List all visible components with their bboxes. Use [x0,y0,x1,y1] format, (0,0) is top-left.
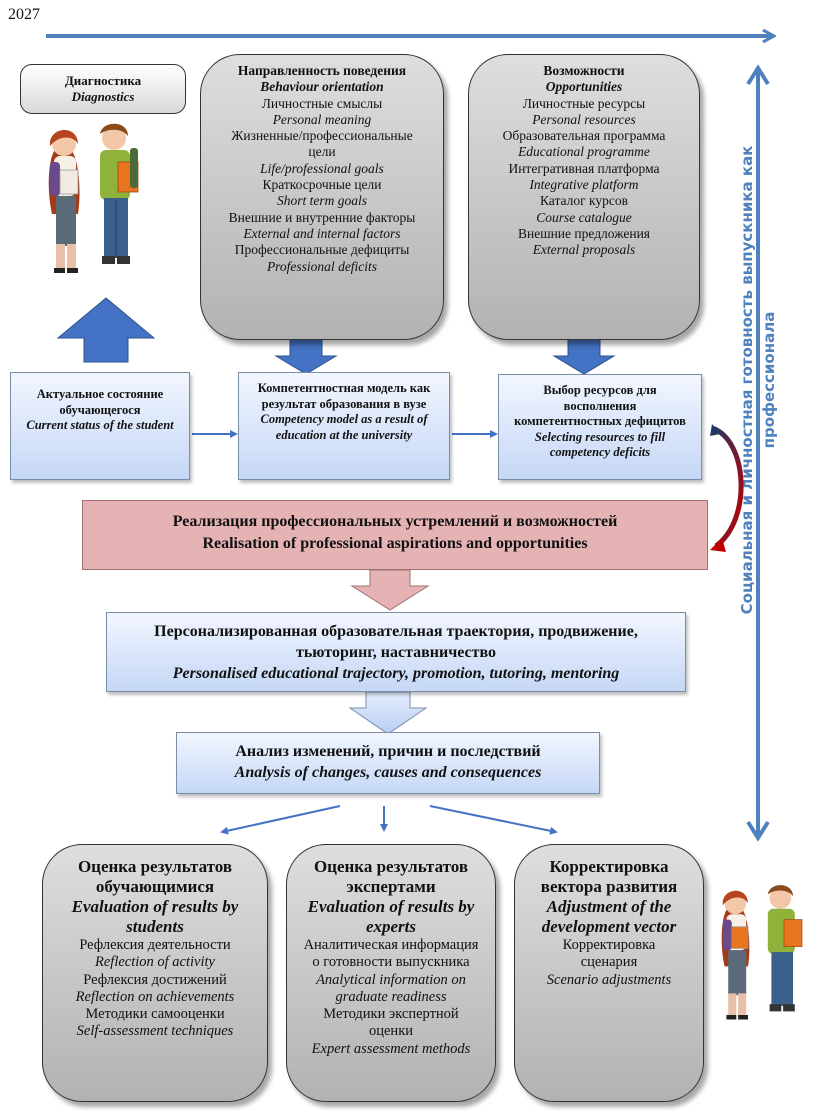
opportunities-item-en: Personal resources [532,111,636,127]
trajectory-box: Персонализированная образовательная трае… [106,612,686,692]
adjustment-title-ru: Корректировка вектора развития [540,857,678,896]
behaviour-item-en: External and internal factors [243,225,401,241]
eval-students-item-en: Reflection of activity [95,954,215,971]
selecting-resources-ru: Выбор ресурсов для восполнения компетент… [514,383,686,428]
behaviour-item-ru: Внешние и внутренние факторы [228,209,416,225]
competency-model-ru: Компетентностная модель как результат об… [257,381,431,411]
diagnostics-box: Диагностика Diagnostics [20,64,186,114]
behaviour-title-ru: Направленность поведения [237,63,407,78]
down-arrow-light-blue [348,691,428,735]
analysis-box: Анализ изменений, причин и последствий A… [176,732,600,794]
behaviour-item-en: Short term goals [276,193,367,209]
diagnostics-title-ru: Диагностика [64,73,142,88]
eval-experts-item-ru: Аналитическая информация о готовности вы… [303,937,479,971]
down-arrow-behaviour [274,337,338,375]
up-arrow-to-diagnostics [56,297,156,363]
behaviour-title-en: Behaviour orientation [260,79,384,95]
eval-experts-title-en: Evaluation of results by experts [307,897,475,936]
behaviour-item-ru: Личностные смыслы [261,95,383,111]
eval-students-item-en: Self-assessment techniques [76,1023,234,1040]
behaviour-orientation-box: Направленность поведения Behaviour orien… [200,54,444,340]
eval-students-title-ru: Оценка результатов обучающимися [77,857,233,896]
realisation-ru: Реализация профессиональных устремлений … [172,513,618,530]
realisation-box: Реализация профессиональных устремлений … [82,500,708,570]
analysis-en: Analysis of changes, causes and conseque… [234,764,542,781]
arrow-to-adjustment [429,805,558,835]
adjustment-item-en: Scenario adjustments [546,971,672,988]
behaviour-item-en: Personal meaning [272,111,372,127]
adjustment-title-en: Adjustment of the development vector [541,897,677,936]
opportunities-item-ru: Образовательная программа [502,128,666,144]
current-status-en: Current status of the student [26,418,174,432]
behaviour-item-en: Life/professional goals [260,160,384,176]
eval-experts-item-en: Analytical information on graduate readi… [316,971,466,1005]
behaviour-item-ru: Жизненные/профессиональные цели [231,128,413,160]
curved-return-arrow [710,425,744,549]
opportunities-box: Возможности Opportunities Личностные рес… [468,54,700,340]
opportunities-item-ru: Личностные ресурсы [522,95,646,111]
competency-model-box: Компетентностная модель как результат об… [238,372,450,480]
adjustment-box: Корректировка вектора развития Adjustmen… [514,844,704,1102]
eval-students-item-ru: Рефлексия деятельности [79,937,231,953]
trajectory-ru: Персонализированная образовательная трае… [154,623,638,661]
opportunities-title-en: Opportunities [545,79,623,95]
opportunities-item-en: Integrative platform [529,177,639,193]
readiness-axis-label-line1: Социальная и личностная готовность выпус… [738,145,756,615]
trajectory-en: Personalised educational trajectory, pro… [172,665,620,682]
opportunities-item-en: External proposals [532,242,636,258]
behaviour-item-ru: Профессиональные дефициты [234,242,410,258]
opportunities-title-ru: Возможности [543,63,625,78]
eval-students-box: Оценка результатов обучающимися Evaluati… [42,844,268,1102]
eval-students-item-ru: Методики самооценки [85,1006,225,1023]
eval-students-title-en: Evaluation of results by students [71,897,239,936]
adjustment-item-ru: Корректировка сценария [562,937,656,971]
students-illustration [48,123,139,273]
eval-experts-title-ru: Оценка результатов экспертами [313,857,469,896]
eval-experts-box: Оценка результатов экспертами Evaluation… [286,844,496,1102]
current-status-ru: Актуальное состояние обучающегося [36,387,164,417]
opportunities-item-en: Educational programme [518,144,650,160]
vertical-axis-head-top [746,64,770,86]
opportunities-item-ru: Внешние предложения [517,225,651,241]
down-arrow-pink [350,569,430,611]
selecting-resources-box: Выбор ресурсов для восполнения компетент… [498,374,702,480]
year-label: 2027 [8,6,40,23]
eval-students-item-en: Reflection on achievements [75,988,235,1005]
behaviour-item-ru: Краткосрочные цели [262,177,382,193]
realisation-en: Realisation of professional aspirations … [202,535,588,552]
competency-model-en: Competency model as a result of educatio… [260,412,428,442]
diagnostics-title-en: Diagnostics [71,89,135,104]
eval-experts-item-en: Expert assessment methods [311,1040,471,1057]
arrow-to-eval-students [220,805,341,835]
down-arrow-opportunities [552,337,616,375]
analysis-ru: Анализ изменений, причин и последствий [235,743,541,760]
eval-experts-item-ru: Методики экспертной оценки [323,1006,459,1040]
eval-students-item-ru: Рефлексия достижений [83,971,227,988]
students-illustration [721,885,803,1020]
opportunities-item-ru: Интегративная платформа [508,160,660,176]
selecting-resources-en: Selecting resources to fill competency d… [534,429,666,460]
current-status-box: Актуальное состояние обучающегося Curren… [10,372,190,480]
behaviour-item-en: Professional deficits [266,258,378,274]
readiness-axis-label-line2: профессионала [760,311,778,449]
opportunities-item-en: Course catalogue [536,209,632,225]
opportunities-item-ru: Каталог курсов [539,193,629,209]
vertical-axis-head-bottom [746,820,770,842]
